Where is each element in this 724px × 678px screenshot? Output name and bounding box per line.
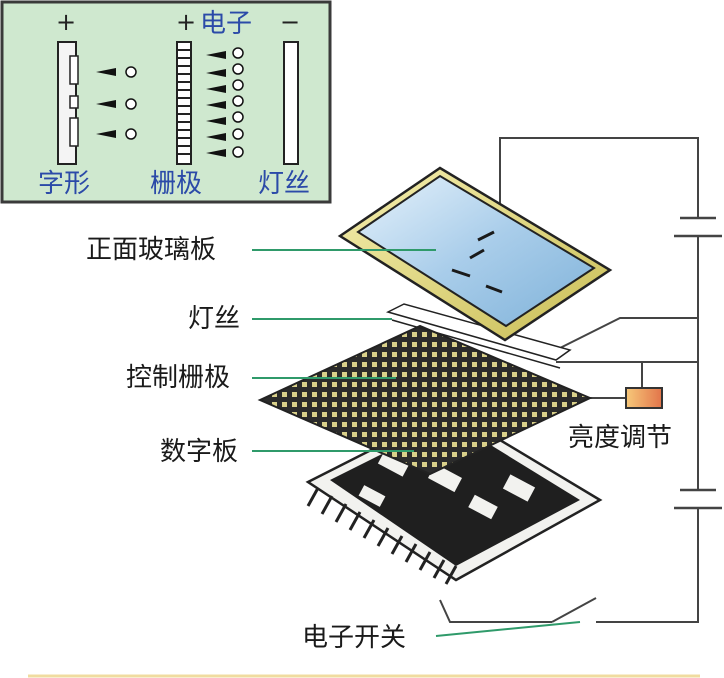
label-front-glass: 正面玻璃板 (86, 235, 216, 265)
grid-electrode (177, 42, 191, 164)
leader-switch (436, 622, 580, 636)
plus-sign-grid: + (176, 8, 196, 36)
label-brightness: 亮度调节 (568, 423, 672, 453)
label-switch: 电子开关 (302, 623, 406, 653)
electron-label: 电子 (200, 9, 252, 39)
segment-electrode (58, 42, 78, 164)
label-control-grid: 控制栅极 (126, 363, 230, 393)
filament-electrode (284, 42, 298, 164)
brightness-resistor (626, 388, 662, 408)
label-digit-board: 数字板 (160, 437, 238, 467)
minus-sign-filament: − (280, 8, 300, 36)
grid-label: 栅极 (150, 169, 202, 199)
filament-label: 灯丝 (258, 169, 310, 199)
segment-label: 字形 (38, 169, 90, 199)
plus-sign-segment: + (56, 8, 76, 36)
principle-inset: + + 电子 − (2, 2, 330, 202)
front-glass-panel (340, 168, 610, 340)
label-filament: 灯丝 (188, 304, 240, 334)
